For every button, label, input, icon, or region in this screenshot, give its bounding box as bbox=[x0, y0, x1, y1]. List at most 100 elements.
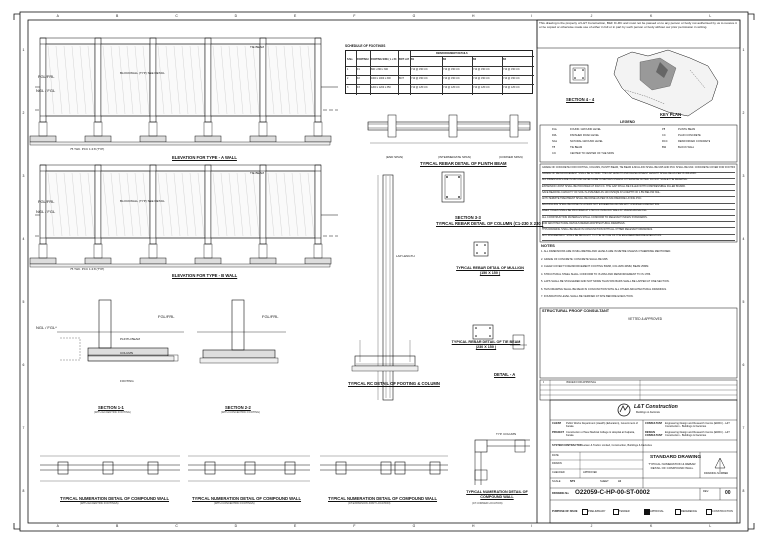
client-value: Public Works Department (Health) (Educat… bbox=[566, 422, 638, 429]
grid-marker-col: A bbox=[56, 13, 59, 18]
proof-consultant-title: STRUCTURAL PROOF CONSULTANT bbox=[542, 309, 610, 313]
lap-length-label: LAP LENGTH bbox=[396, 254, 415, 258]
legend-entry: BW bbox=[662, 146, 667, 149]
tie-beam-label: TIE BEAM bbox=[250, 171, 265, 175]
purpose-checkbox[interactable] bbox=[613, 509, 619, 515]
legend-entry: C/C bbox=[552, 152, 557, 155]
numeration-detail-4 bbox=[474, 439, 530, 485]
table-rule bbox=[346, 84, 534, 85]
legend-entry: NGL bbox=[552, 140, 558, 143]
key-plan-map bbox=[613, 49, 719, 117]
grid-marker-row: 8 bbox=[22, 488, 25, 493]
grid-marker-col: D bbox=[234, 13, 238, 18]
grid-marker-col: K bbox=[650, 523, 653, 528]
scale-label: SCALE bbox=[552, 480, 561, 483]
title-section-2-2: SECTION 2-2 bbox=[225, 405, 251, 410]
purpose-checkbox[interactable] bbox=[644, 509, 650, 515]
title-numeration-4: TYPICAL NUMERATION DETAIL OF COMPOUND WA… bbox=[466, 490, 528, 499]
table-rule bbox=[472, 57, 473, 95]
ngl-fgl-label: NGL / FGL bbox=[36, 88, 56, 93]
purpose-checkbox[interactable] bbox=[675, 509, 681, 515]
grid-marker-col: E bbox=[294, 13, 297, 18]
legend-entry: FRL bbox=[552, 134, 557, 137]
grid-marker-row: 5 bbox=[22, 299, 25, 304]
note-item: 3. CLEAR COVER TO REINFORCEMENT: FOOTING… bbox=[541, 265, 649, 268]
purpose-checkbox[interactable] bbox=[582, 509, 588, 515]
table-rule bbox=[346, 75, 534, 76]
legend-entry: TB bbox=[552, 146, 556, 149]
detail-a bbox=[510, 334, 527, 350]
note-item: 5. LAPS SHALL BE STAGGERED AND NOT MORE … bbox=[541, 280, 670, 283]
revision-description: ISSUED FOR APPROVAL bbox=[566, 381, 597, 384]
system-contractor-value: Larsen & Toubro Limited, Construction, B… bbox=[582, 444, 652, 447]
fgl-frl-label: FGL/FRL bbox=[38, 199, 55, 204]
client-label: CLIENT bbox=[552, 422, 562, 425]
notes-title: NOTES bbox=[541, 243, 555, 248]
spec-line: WEEP HOLES SHALL BE PROVIDED AT 1.5M C/C… bbox=[542, 209, 735, 216]
table-rule bbox=[410, 51, 411, 95]
column-elevation bbox=[377, 174, 394, 401]
legend-entry: RCC bbox=[662, 140, 668, 143]
spec-line: GRADE OF CONCRETE FOR FOOTING, COLUMN, P… bbox=[542, 166, 735, 173]
legend-entry: FOUND. GROUND LEVEL bbox=[570, 128, 601, 131]
section-3-3 bbox=[441, 171, 465, 203]
schedule-cell: 1 bbox=[347, 68, 349, 71]
date-label: DATE bbox=[552, 454, 559, 457]
purpose-option-label: APPROVAL bbox=[650, 509, 664, 513]
schedule-cell: 1000 x 1000 x 300 bbox=[371, 77, 391, 80]
schedule-cell: Y10 @ 150 C/C bbox=[473, 77, 490, 80]
pcc-label: 75 THK. PCC 1:4:8 (TYP) bbox=[70, 147, 105, 151]
company-name: L&T Construction bbox=[634, 404, 678, 410]
grid-marker-row: 2 bbox=[742, 111, 745, 116]
legend-entry: FINISHED ROAD LEVEL bbox=[570, 134, 600, 137]
typ-column-label: TYP. COLUMN bbox=[496, 432, 517, 436]
legend-entry: CC bbox=[662, 134, 666, 137]
legend-entry: FGL bbox=[552, 128, 558, 131]
schedule-of-footings: SCHEDULE OF FOOTINGS REINFORCEMENT DETAI… bbox=[345, 44, 534, 95]
spec-line: FOR ARCHITECTURAL DETAILS REFER ARCHITEC… bbox=[542, 222, 735, 229]
title-tie-beam: TYPICAL REBAR DETAIL OF TIE BEAM (230 X … bbox=[451, 340, 521, 349]
purpose-checkbox[interactable] bbox=[706, 509, 712, 515]
grid-marker-col: F bbox=[353, 13, 356, 18]
fgl-frl-label: FGL/FRL bbox=[158, 314, 175, 319]
subtitle-section-2-2: (WITH CONCENTRIC FOOTING) bbox=[221, 411, 260, 414]
revision-value: 00 bbox=[725, 490, 731, 496]
schedule-cell: 3 bbox=[347, 86, 349, 89]
design-consultant-label: DESIGN CONSULTANT bbox=[645, 431, 663, 437]
spec-line: ANY DISCREPANCY SHALL BE BROUGHT TO THE … bbox=[542, 234, 735, 241]
blockwall-label: BLOCKWALL (TYP) SEE DETAIL bbox=[120, 199, 165, 203]
spec-line: BACKFILLING SHALL BE DONE IN LAYERS NOT … bbox=[542, 203, 735, 210]
legend-entry: PB bbox=[662, 128, 666, 131]
system-contractor-label: SYSTEM CONTRACTOR bbox=[552, 444, 582, 447]
mullion-section bbox=[473, 241, 489, 257]
spec-line: ALL CONSTRUCTION MATERIALS SHALL CONFORM… bbox=[542, 216, 735, 223]
schedule-cell: Y10 @ 150 C/C bbox=[443, 68, 460, 71]
grid-marker-row: 7 bbox=[22, 425, 25, 430]
schedule-cell: Y10 @ 125 C/C bbox=[473, 86, 490, 89]
fgl-frl-label: FGL/FRL bbox=[262, 314, 279, 319]
schedule-cell: Y10 @ 150 C/C bbox=[503, 68, 520, 71]
legend-entry: PLAIN CONCRETE bbox=[678, 134, 701, 137]
intermediate-span-label: (INTERMEDIATE SPAN) bbox=[438, 155, 471, 159]
drawing-number: O22059-C-HP-00-ST-0002 bbox=[575, 489, 650, 496]
plinth-beam-detail bbox=[367, 114, 531, 144]
title-numeration-1: TYPICAL NUMERATION DETAIL OF COMPOUND WA… bbox=[60, 496, 170, 501]
design-consultant-value: Engineering Design and Research Centre (… bbox=[665, 431, 730, 438]
title-section-4-4: SECTION 4 - 4 bbox=[566, 97, 595, 102]
consultant-label: CONSULTANT bbox=[645, 422, 663, 425]
grid-marker-row: 1 bbox=[742, 48, 745, 53]
grid-marker-row: 1 bbox=[22, 48, 25, 53]
grid-marker-col: F bbox=[353, 523, 356, 528]
purpose-option-label: REFERENCE bbox=[681, 509, 697, 513]
drawing-type: STANDARD DRAWING bbox=[650, 455, 702, 460]
grid-marker-col: L bbox=[709, 523, 712, 528]
rc-footing-column bbox=[351, 340, 419, 372]
spec-line: SAFE BEARING CAPACITY OF SOIL IS ASSUMED… bbox=[542, 191, 735, 198]
grid-marker-col: K bbox=[650, 13, 653, 18]
legend-entry: NATURAL GROUND LEVEL bbox=[570, 140, 603, 143]
spec-line: THIS DRAWING SHALL BE READ IN CONJUNCTIO… bbox=[542, 228, 735, 235]
subtitle-numeration-4: (AT CORNER LOCATION) bbox=[472, 502, 503, 505]
schedule-cell: FOOTING SIZE ( L x B x D ) bbox=[371, 58, 397, 61]
